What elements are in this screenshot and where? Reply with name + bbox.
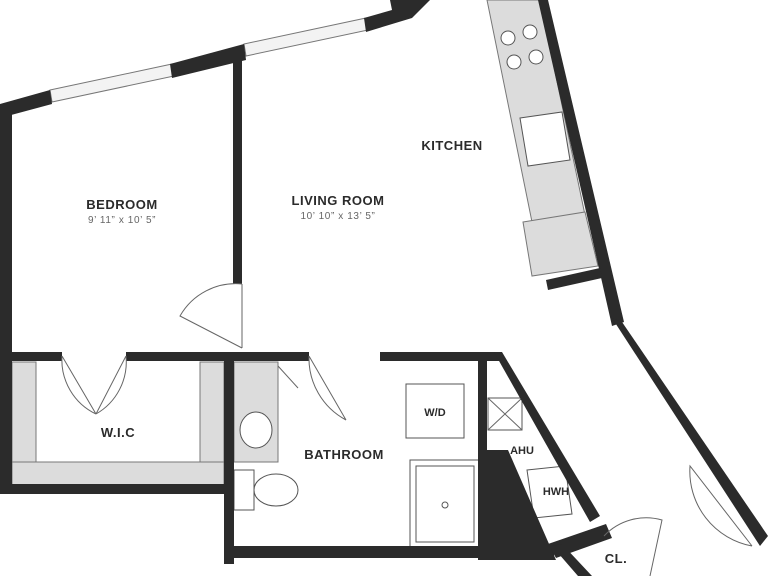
- labels: BEDROOM 9’ 11” x 10’ 5” LIVING ROOM 10’ …: [86, 138, 627, 566]
- washer-dryer-unit: [405, 383, 465, 439]
- door-wic: [61, 355, 127, 415]
- doors: [61, 283, 753, 576]
- wall-top-mid: [170, 44, 246, 78]
- burner-icon: [500, 30, 516, 46]
- burner-icon: [522, 24, 538, 40]
- door-vanity: [277, 365, 299, 389]
- room-label-bathroom: BATHROOM: [304, 447, 384, 462]
- burner-icon: [506, 54, 522, 70]
- wall-bath-right: [478, 352, 487, 546]
- refrigerator: [522, 211, 599, 277]
- wall-bath-top-a: [233, 352, 309, 361]
- wall-exterior-right-upper: [538, 0, 624, 326]
- room-label-closet: CL.: [605, 551, 627, 566]
- bathroom-sink-icon: [239, 411, 273, 449]
- label-ahu: AHU: [510, 445, 534, 457]
- wall-left: [0, 104, 12, 492]
- door-closet: [603, 517, 663, 576]
- fixtures: [233, 24, 573, 549]
- room-dimensions-living-room: 10’ 10” x 13’ 5”: [300, 211, 375, 222]
- label-washer-dryer: W/D: [424, 407, 445, 419]
- toilet-tank-icon: [233, 469, 255, 511]
- door-entry: [689, 464, 753, 547]
- room-dimensions-bedroom: 9’ 11” x 10’ 5”: [88, 215, 156, 226]
- burner-icon: [528, 49, 544, 65]
- wall-kitchen-end: [546, 268, 602, 290]
- wall-bath-top-b: [380, 352, 500, 361]
- wall-bedroom-living: [233, 56, 242, 284]
- wall-top-left: [0, 90, 52, 118]
- wall-wic-bottom: [0, 484, 232, 494]
- wall-exterior-right-lower: [612, 318, 768, 546]
- shower-drain-icon: [441, 501, 449, 509]
- wall-top-right: [364, 0, 430, 32]
- wall-closet-b: [552, 544, 592, 576]
- toilet-bowl-icon: [253, 473, 299, 507]
- wall-diagonal-utility: [494, 352, 600, 522]
- room-label-bedroom: BEDROOM: [86, 197, 157, 212]
- room-label-wic: W.I.C: [101, 425, 135, 440]
- label-hwh: HWH: [543, 486, 569, 498]
- door-bathroom: [308, 355, 347, 421]
- wall-bedroom-bottom-b: [126, 352, 240, 361]
- utility-core: [478, 450, 556, 560]
- window-living: [243, 17, 369, 57]
- wall-bedroom-bottom-a: [0, 352, 62, 361]
- room-label-living-room: LIVING ROOM: [292, 193, 385, 208]
- hwh-unit: [526, 465, 573, 519]
- door-bedroom: [179, 283, 243, 349]
- wall-bath-left: [224, 352, 234, 564]
- window-bedroom: [49, 63, 175, 103]
- ahu-cross: [487, 397, 523, 431]
- room-label-kitchen: KITCHEN: [421, 138, 482, 153]
- wall-bath-bottom: [224, 546, 554, 558]
- wall-closet-a: [548, 524, 612, 558]
- kitchen-sink-icon: [519, 111, 571, 167]
